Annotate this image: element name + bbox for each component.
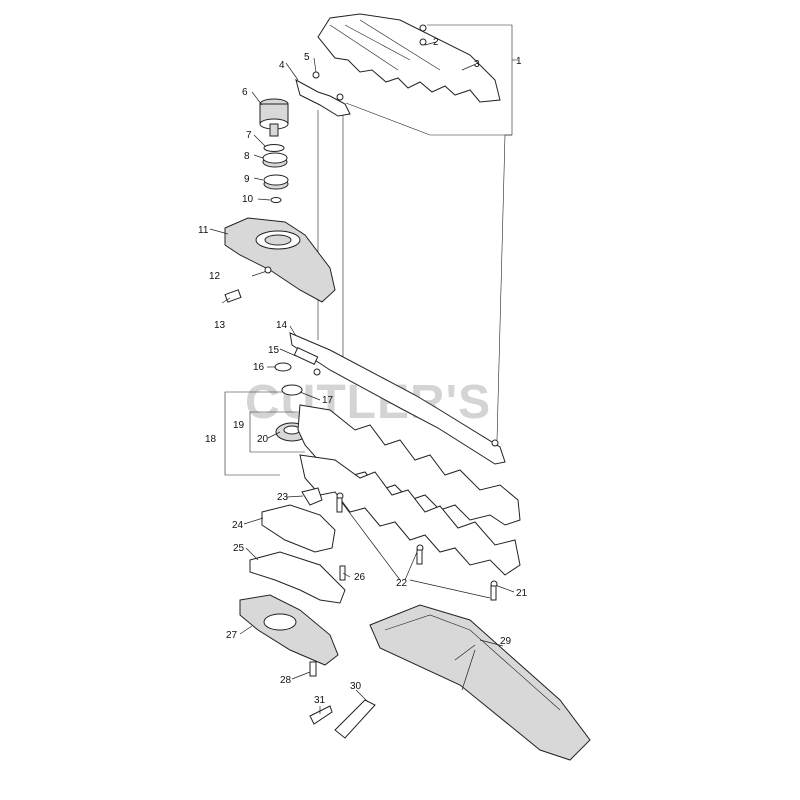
gear-case [224, 217, 336, 303]
spindle [259, 98, 289, 137]
callout-8: 8 [244, 151, 250, 162]
callout-5: 5 [304, 52, 310, 63]
clip-23 [301, 487, 323, 506]
callout-17: 17 [322, 395, 334, 406]
washer-10 [270, 197, 282, 203]
callout-29: 29 [500, 636, 512, 647]
bearing-lower [263, 174, 289, 190]
callout-13: 13 [214, 320, 226, 331]
callout-10: 10 [242, 194, 254, 205]
cutter-blades [297, 404, 521, 576]
screw-26 [339, 565, 346, 581]
callout-15: 15 [268, 345, 280, 356]
gear-cover [239, 594, 339, 666]
connecting-rod [289, 332, 506, 465]
callout-4: 4 [279, 60, 285, 71]
top-blade-guard [317, 13, 501, 103]
blade-sheath [369, 604, 591, 761]
callout-27: 27 [226, 630, 238, 641]
screw-12 [251, 266, 272, 277]
callout-31: 31 [314, 695, 326, 706]
spacer-15 [293, 347, 319, 365]
callout-labels: 1 2 3 4 5 6 7 8 9 10 11 12 13 14 15 16 1… [198, 37, 528, 706]
callout-11: 11 [198, 225, 209, 236]
callout-28: 28 [280, 675, 292, 686]
bolt-28 [309, 661, 317, 677]
box-wrench [334, 699, 376, 739]
gasket-24 [261, 504, 336, 553]
bracket-1 [345, 24, 518, 441]
callout-23: 23 [277, 492, 289, 503]
callout-26: 26 [354, 572, 366, 583]
callout-24: 24 [232, 520, 244, 531]
spanner [309, 705, 333, 725]
alignment-lines [317, 45, 424, 360]
callout-30: 30 [350, 681, 362, 692]
snap-ring [263, 144, 285, 152]
callout-14: 14 [276, 320, 288, 331]
callout-3: 3 [474, 59, 480, 70]
callout-12: 12 [209, 271, 221, 282]
callout-25: 25 [233, 543, 245, 554]
plate-25 [249, 551, 346, 604]
callout-20: 20 [257, 434, 269, 445]
callout-7: 7 [246, 130, 252, 141]
callout-18: 18 [205, 434, 217, 445]
bolt-13 [224, 289, 242, 303]
bracket-18 [224, 391, 305, 476]
callout-2: 2 [433, 37, 439, 48]
callout-6: 6 [242, 87, 248, 98]
callout-19: 19 [233, 420, 245, 431]
washer-17 [281, 384, 303, 396]
hardware-dots [312, 24, 499, 601]
callout-21: 21 [516, 588, 528, 599]
callout-1: 1 [516, 56, 522, 67]
callout-9: 9 [244, 174, 250, 185]
bearing-upper [262, 152, 288, 168]
callout-22: 22 [396, 578, 408, 589]
leader-lines [209, 41, 515, 714]
washer-16 [274, 362, 292, 372]
top-plate [295, 79, 351, 117]
callout-16: 16 [253, 362, 265, 373]
